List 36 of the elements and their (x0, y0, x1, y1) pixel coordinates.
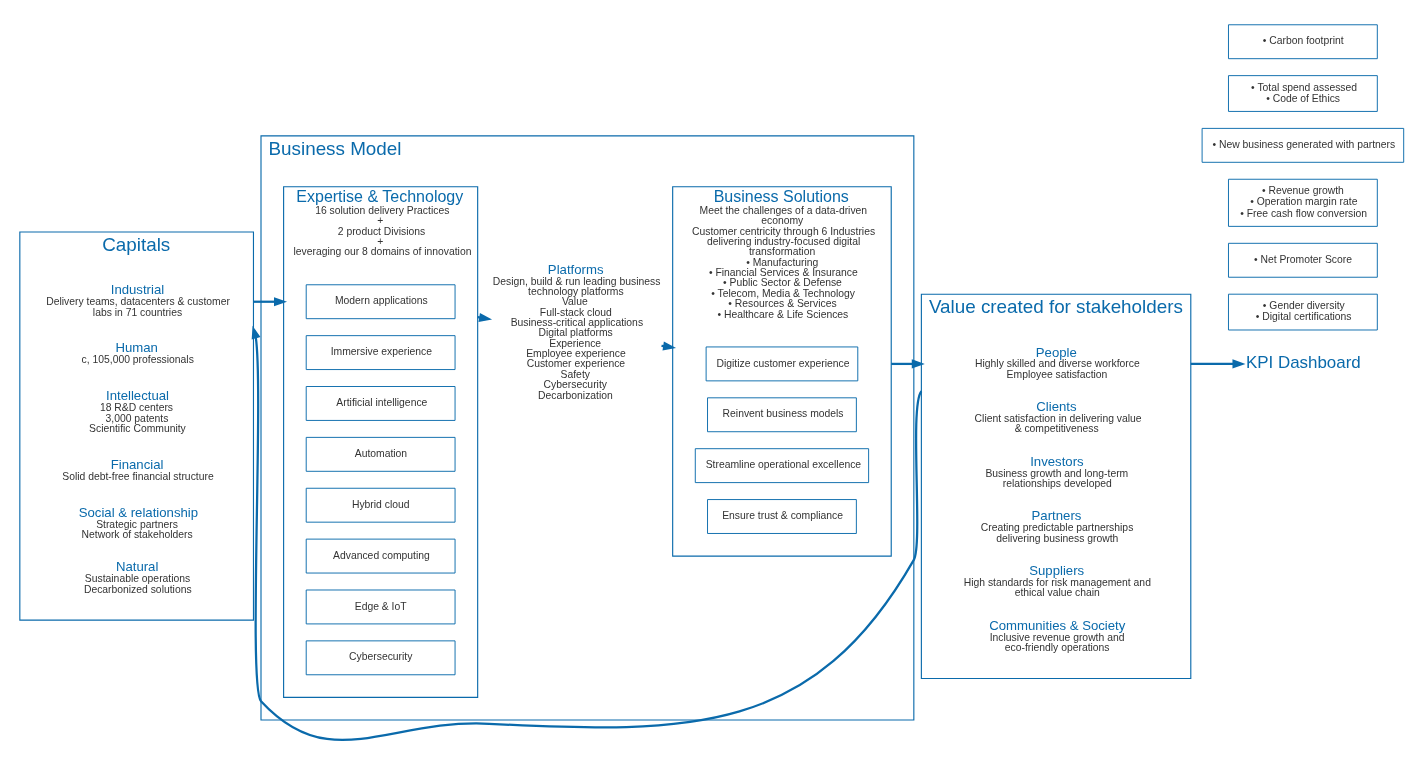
node-box: Cybersecurity (305, 640, 456, 676)
node-box: Reinvent business models (707, 397, 857, 433)
node-box: • Carbon footprint (1228, 24, 1378, 60)
node-text: Human c, 105,000 professionals (81, 340, 194, 366)
node-box: Advanced computing (305, 538, 456, 574)
node-box: • Gender diversity • Digital certifications (1228, 293, 1378, 331)
arrow (891, 359, 925, 369)
node-box: Automation (305, 436, 456, 472)
node-text: KPI Dashboard (1245, 353, 1361, 373)
node-text: People Highly skilled and diverse workforce Employee satisfaction (975, 344, 1140, 380)
node-text: Social & relationship Strategic partners Network of stakeholders (78, 504, 199, 540)
node-box: Edge & IoT (305, 589, 456, 625)
node-box: Modern applications (305, 284, 456, 320)
node-box: • New business generated with partners (1201, 127, 1405, 163)
node-text: Clients Client satisfaction in delivering value & competitiveness (974, 399, 1142, 435)
node-text: Intellectual 18 R&D centers 3,000 patents Scientific Community (89, 388, 186, 435)
node-text: Natural Sustainable operations Decarbonized solutions (83, 559, 192, 595)
node-text: Investors Business growth and long-term relationships developed (985, 453, 1129, 490)
node-text: Partners Creating predictable partnerships delivering business growth (980, 508, 1134, 544)
node-text: Communities & Society Inclusive revenue growth and eco-friendly operations (989, 617, 1126, 654)
node-box: Immersive experience (305, 335, 456, 371)
node-box: Artificial intelligence (305, 386, 456, 421)
arrow (253, 297, 288, 307)
node-box: Hybrid cloud (305, 487, 456, 523)
node-box: • Revenue growth • Operation margin rate • Free cash flow conversion (1228, 178, 1378, 227)
node-box: Digitize customer experience (705, 346, 859, 382)
node-text: Suppliers High standards for risk management and ethical value chain (963, 563, 1151, 599)
node-box: • Net Promoter Score (1228, 242, 1378, 278)
node-box: Ensure trust & compliance (707, 499, 857, 534)
node-text: Platforms Design, build & run leading business technology platforms Value Full-stack cloud Business-critical applications Digital platforms Experience Employee experience Customer experience Safety Cybersecurity Decarbonization (492, 261, 661, 401)
arrow (251, 325, 923, 741)
arrow (1190, 359, 1246, 369)
node-box: Streamline operational excellence (694, 448, 870, 484)
node-text: Industrial Delivery teams, datacenters & customer labs in 71 countries (46, 282, 230, 318)
node-text: Financial Solid debt-free financial structure (62, 457, 214, 483)
node-box: • Total spend assessed • Code of Ethics (1228, 75, 1378, 112)
